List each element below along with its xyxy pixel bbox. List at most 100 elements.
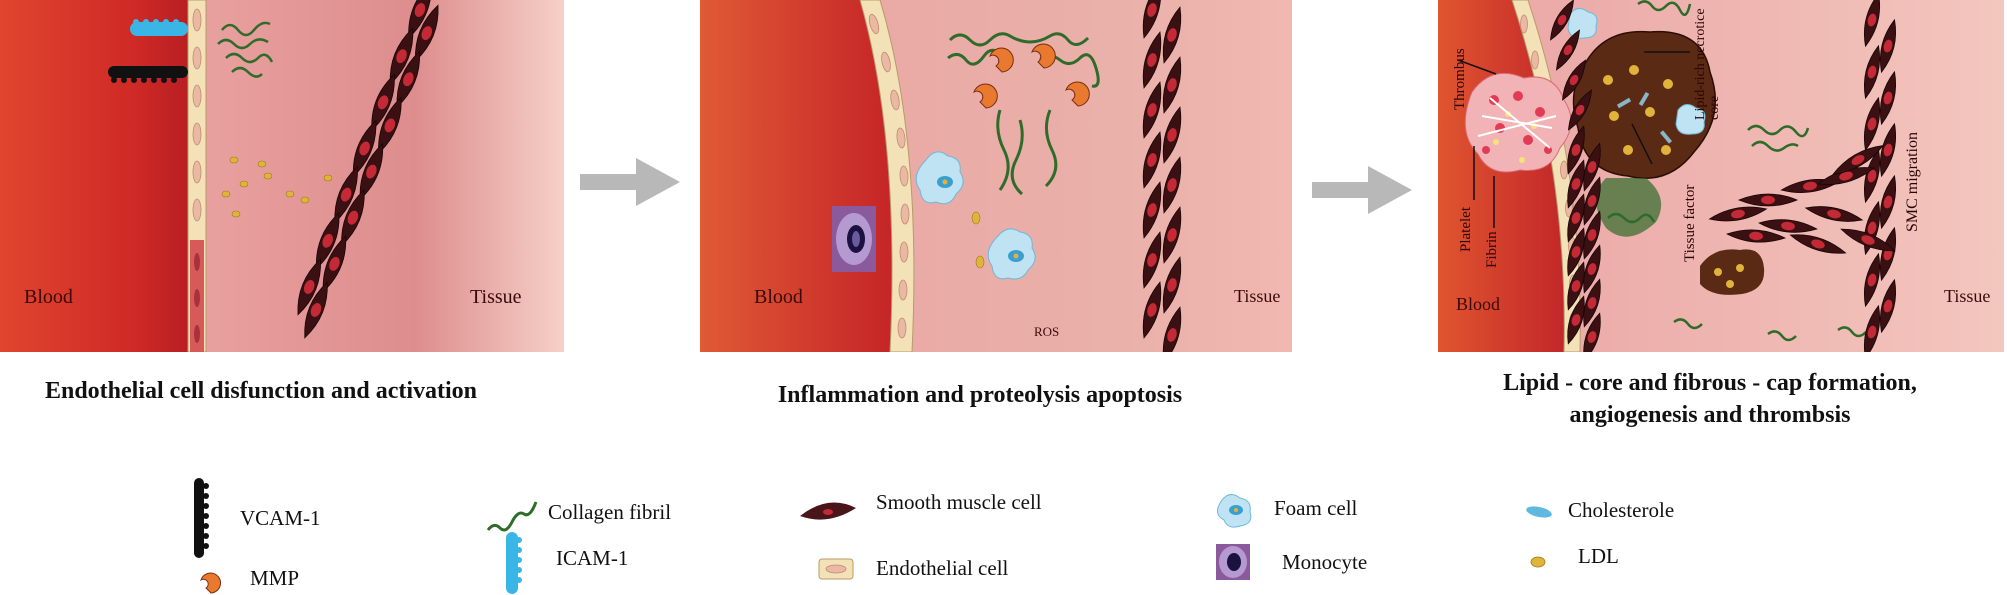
- smooth-muscle-cell: [389, 27, 414, 85]
- smooth-muscle-cell: [1567, 227, 1585, 277]
- smooth-muscle-cell: [1879, 122, 1897, 178]
- smooth-muscle-cell: [297, 258, 321, 316]
- thrombus-annotation: Thrombus: [1452, 48, 1468, 110]
- legend-icam-label: ICAM-1: [556, 546, 629, 570]
- panel-endothelial-dysfunction: Blood Tissue: [0, 0, 564, 352]
- collagen-fibrils: [1607, 0, 1867, 342]
- smooth-muscle-cell: [1142, 231, 1162, 289]
- progression-arrow-2: [1312, 166, 1412, 214]
- legend-foam-label: Foam cell: [1274, 496, 1358, 520]
- smooth-muscle-cell: [1840, 228, 1896, 252]
- smooth-muscle-cell: [1142, 81, 1162, 139]
- caption-panel-2: Inflammation and proteolysis apoptosis: [777, 382, 1183, 408]
- tissue-factor-annotation: Tissue factor: [1682, 184, 1698, 262]
- icam-molecule: [130, 19, 188, 36]
- legend-monocyte-label: Monocyte: [1282, 550, 1368, 574]
- fibrin-annotation: Fibrin: [1484, 231, 1500, 268]
- smooth-muscle-cell: [1863, 0, 1881, 48]
- smooth-muscle-cell: [315, 212, 340, 270]
- smooth-muscle-cell: [1162, 306, 1182, 352]
- platelet-annotation: Platelet: [1458, 207, 1474, 252]
- smooth-muscle-cell: [408, 0, 432, 39]
- smooth-muscle-cell: [1708, 206, 1768, 222]
- smooth-muscle-cell: [1567, 125, 1585, 175]
- smooth-muscle-cell: [1142, 131, 1162, 189]
- panel-lipid-core: Blood Tissue Thrombus Lipid-rich necroti…: [1438, 0, 2004, 352]
- smooth-muscle-cell: [1562, 59, 1586, 101]
- mmp-molecules: [973, 43, 1090, 109]
- smc-migration-annotation: SMC migration: [1904, 131, 1921, 232]
- smooth-muscle-cell: [1863, 304, 1881, 352]
- cholesterole-icon: [1526, 506, 1552, 518]
- smooth-muscle-cell: [1162, 256, 1182, 314]
- smooth-muscle-cell: [415, 4, 439, 62]
- caption-panel-1: Endothelial cell disfunction and activat…: [44, 378, 478, 404]
- blood-label: Blood: [24, 286, 73, 308]
- tissue-label: Tissue: [1944, 286, 1991, 306]
- collagen-fibrils: [217, 21, 274, 78]
- collagen-fibril-icon: [486, 501, 538, 532]
- caption-panel-3-line-2: angiogenesis and thrombsis: [1569, 402, 1851, 428]
- smooth-muscle-cell: [1726, 229, 1786, 243]
- lipid-core-small: [1700, 249, 1765, 295]
- annotation-arrows: [1457, 51, 1690, 228]
- smooth-muscle-cell: [1567, 261, 1585, 311]
- panel-inflammation: Blood Tissue ROS: [700, 0, 1292, 352]
- foam-cell: [915, 151, 964, 205]
- vcam-icon: [194, 478, 209, 558]
- smooth-muscle-cell: [1804, 206, 1864, 222]
- icam-icon: [506, 532, 522, 594]
- smooth-muscle-cell: [359, 142, 384, 201]
- smooth-muscle-cell: [1162, 156, 1182, 214]
- ros-label: ROS: [1034, 324, 1060, 339]
- smooth-muscle-cell: [396, 50, 421, 108]
- smooth-muscle-cell: [378, 96, 402, 155]
- smooth-muscle-cell: [322, 235, 347, 293]
- foam-cells: [1567, 8, 1706, 135]
- smooth-muscle-cell: [1142, 0, 1162, 39]
- smooth-muscle-cell: [334, 165, 358, 224]
- legend-endothelial-label: Endothelial cell: [876, 556, 1009, 580]
- smooth-muscle-cell: [1583, 176, 1601, 226]
- lipid-rich-necrotic-core: [1572, 30, 1717, 237]
- smooth-muscle-cell: [1789, 234, 1847, 254]
- smooth-muscle-chain: [297, 0, 439, 339]
- blood-label: Blood: [754, 286, 803, 308]
- smooth-muscle-cell: [1879, 70, 1897, 126]
- smooth-muscle-cell: [1817, 167, 1875, 185]
- legend-collagen-label: Collagen fibril: [548, 500, 672, 524]
- smooth-muscle-cell: [1879, 174, 1897, 230]
- mmp-icon: [200, 572, 222, 594]
- smooth-muscle-cell: [1863, 44, 1881, 100]
- vcam-molecule: [108, 66, 188, 83]
- endothelium-layer: [187, 0, 207, 352]
- legend-mmp-label: MMP: [250, 566, 300, 590]
- smooth-muscle-cell: [1142, 31, 1162, 89]
- monocyte-icon: [1216, 544, 1250, 580]
- smooth-muscle-cell: [1142, 181, 1162, 239]
- smooth-muscle-cell: [1831, 144, 1885, 176]
- blood-region: [0, 0, 190, 352]
- smooth-muscle-cell: [1863, 252, 1881, 308]
- smooth-muscle-cell: [1567, 159, 1585, 209]
- legend-cholesterole-label: Cholesterole: [1568, 498, 1675, 522]
- thrombus-mass: [1464, 72, 1572, 173]
- panel1-illustration: [0, 0, 564, 352]
- smooth-muscle-cell: [1737, 193, 1799, 207]
- ldl-particles: [221, 156, 333, 218]
- smooth-muscle-cell: [304, 281, 328, 339]
- caption-panel-3-line-1: Lipid - core and fibrous - cap formation…: [1503, 370, 1917, 396]
- smooth-muscle-cell: [1863, 148, 1881, 204]
- tissue-label: Tissue: [1234, 286, 1281, 306]
- panel2-illustration: [700, 0, 1292, 352]
- smooth-muscle-cell-icon: [800, 502, 856, 520]
- smooth-muscle-cell: [1879, 18, 1897, 74]
- smooth-muscle-cell: [1162, 56, 1182, 114]
- smooth-muscle-cell: [371, 73, 395, 132]
- endothelium-layer: [859, 0, 915, 352]
- smooth-muscle-cell: [1583, 312, 1601, 352]
- foam-cell: [987, 228, 1036, 280]
- legend-vcam-label: VCAM-1: [240, 506, 321, 530]
- smooth-muscle-chain: [1142, 0, 1182, 352]
- lipid-core-annotation: Lipid-rich necrotice core: [1693, 8, 1722, 120]
